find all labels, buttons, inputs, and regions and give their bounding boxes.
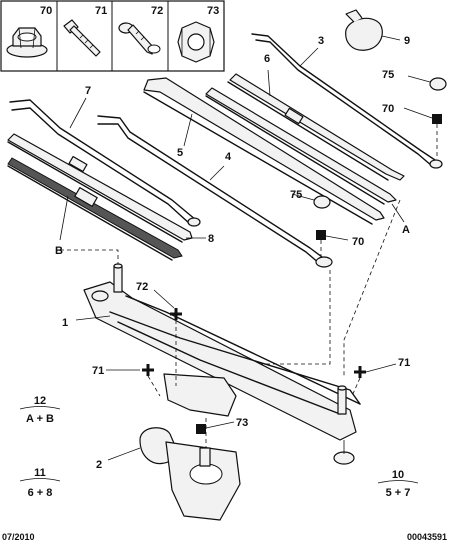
bolt-marker-71-right	[351, 363, 397, 397]
nut-marker-70-right	[403, 107, 442, 156]
kit-10: 10 5 + 7	[377, 469, 419, 499]
cap-part-9	[345, 9, 401, 51]
cap-part-75-right	[407, 75, 447, 91]
callout-73: 73	[236, 417, 248, 429]
wiper-blade-a	[205, 87, 405, 223]
wiper-blade-part-6	[227, 69, 405, 181]
callout-1: 1	[62, 317, 68, 329]
callout-4: 4	[225, 151, 232, 163]
bolt-marker-71-left	[106, 364, 161, 397]
callout-5: 5	[177, 147, 183, 159]
table-label-70: 70	[40, 5, 52, 17]
screw-marker-72	[153, 289, 182, 386]
callout-72: 72	[136, 281, 148, 293]
callout-A: A	[402, 224, 410, 236]
wiper-arm-part-7	[9, 97, 201, 227]
callout-71-right: 71	[398, 357, 410, 369]
linkage-part-1	[75, 263, 361, 465]
callout-7: 7	[85, 85, 91, 97]
assembly-line-b	[60, 249, 119, 272]
cap-part-75-center	[291, 193, 331, 209]
screw-icon	[118, 22, 161, 55]
callouts: 9 3 6 75 7 70 5 4 75 A 8 70 B 72 1 71 71…	[55, 35, 410, 471]
kit-content: 5 + 7	[386, 487, 411, 499]
kit-12: 12 A + B	[19, 395, 61, 425]
wiper-blade-part-5	[143, 77, 385, 225]
callout-71-left: 71	[92, 365, 104, 377]
callout-6: 6	[264, 53, 270, 65]
wiper-arm-part-3	[251, 33, 443, 169]
footer-reference: 00043591	[407, 532, 447, 542]
kit-content: 6 + 8	[28, 487, 53, 499]
table-label-72: 72	[151, 5, 163, 17]
table-label-73: 73	[207, 5, 219, 17]
callout-9: 9	[404, 35, 410, 47]
nut-marker-73	[196, 421, 235, 434]
parts-table: 70 71 72 73	[0, 0, 225, 72]
callout-70-center: 70	[352, 236, 364, 248]
callout-B: B	[55, 245, 63, 257]
assembly-line-a	[343, 199, 401, 376]
kit-content: A + B	[26, 413, 54, 425]
wiper-blade-left-upper	[7, 133, 193, 243]
callout-8: 8	[208, 233, 214, 245]
bolt-icon	[63, 19, 101, 57]
motor-part-2	[107, 373, 241, 521]
hex-nut-icon	[177, 21, 215, 63]
table-label-71: 71	[95, 5, 107, 17]
callout-75-right: 75	[382, 69, 394, 81]
callout-75-center: 75	[290, 189, 302, 201]
callout-70-right: 70	[382, 103, 394, 115]
footer-date: 07/2010	[2, 532, 35, 542]
flange-nut-icon	[6, 27, 48, 58]
wiper-blade-part-8	[7, 157, 206, 261]
nut-marker-70-center	[316, 230, 349, 256]
wiper-arm-part-4	[97, 115, 333, 268]
kit-number: 11	[34, 467, 46, 479]
callout-3: 3	[318, 35, 324, 47]
kit-11: 11 6 + 8	[19, 467, 61, 499]
kit-number: 10	[392, 469, 404, 481]
kit-number: 12	[34, 395, 46, 407]
callout-2: 2	[96, 459, 102, 471]
